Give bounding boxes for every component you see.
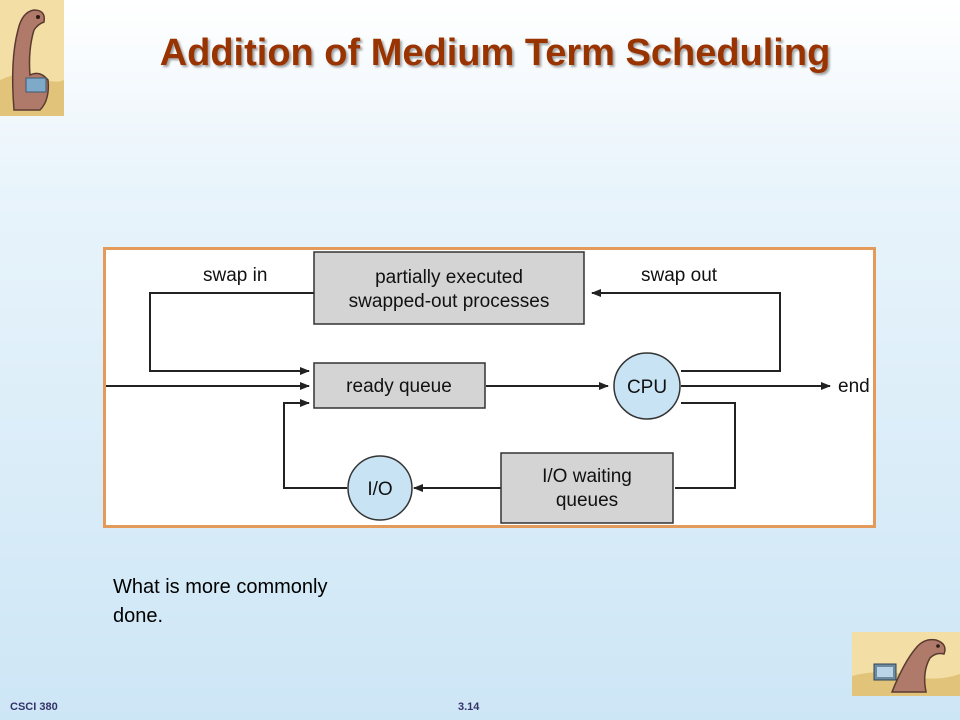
scheduling-diagram: partially executed swapped-out processes… [103, 247, 876, 528]
io-waiting-box [500, 452, 674, 524]
swap-in-label: swap in [203, 265, 267, 286]
swap-out-label: swap out [641, 265, 718, 286]
io-circle [347, 455, 413, 521]
swapped-out-line2: swapped-out processes [349, 291, 550, 312]
flow-arrows [106, 289, 831, 492]
io-waiting-line2: queues [556, 490, 618, 511]
caption-text: What is more commonly done. [113, 576, 328, 627]
dinosaur-logo-icon [0, 0, 64, 116]
cpu-label: CPU [627, 377, 667, 398]
io-waiting-line1: I/O waiting [542, 466, 632, 487]
end-label: end [838, 376, 870, 397]
io-label: I/O [367, 479, 392, 500]
swapped-out-box [313, 251, 585, 325]
footer-course: CSCI 380 [10, 701, 58, 713]
footer-slide-number: 3.14 [458, 701, 480, 713]
cpu-circle [613, 352, 681, 420]
swapped-out-line1: partially executed [375, 267, 523, 288]
ready-queue-label: ready queue [346, 376, 452, 397]
slide-title: Addition of Medium Term Scheduling [159, 32, 831, 74]
ready-queue-box [313, 362, 486, 409]
dinosaur-laptop-icon [852, 632, 960, 696]
